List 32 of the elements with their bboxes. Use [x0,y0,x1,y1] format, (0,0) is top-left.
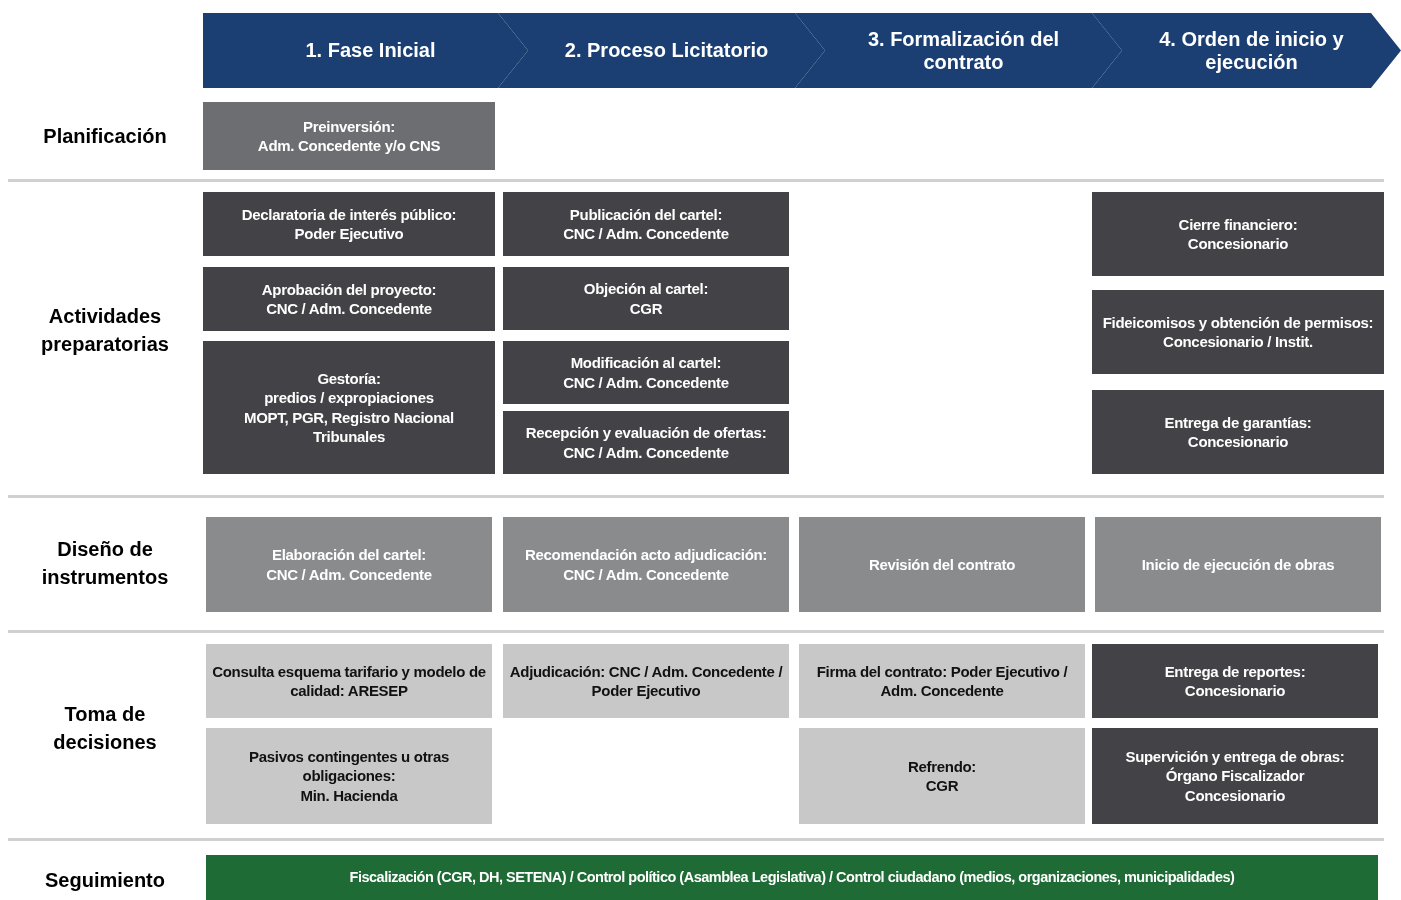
activity-box: Recepción y evaluación de ofertas: CNC / Adm. Concedente [503,411,789,474]
row-heading: Actividades preparatorias [40,304,170,357]
activity-box: Firma del contrato: Poder Ejecutivo / Adm. Concedente [799,644,1085,718]
activity-box: Inicio de ejecución de obras [1095,517,1381,612]
activity-box: Objeción al cartel: CGR [503,267,789,330]
activity-box: Adjudicación: CNC / Adm. Concedente / Poder Ejecutivo [503,644,789,718]
phase-header: 1. Fase Inicial [203,13,528,88]
phase-header: 4. Orden de inicio y ejecución [1092,13,1401,88]
activity-box: Declaratoria de interés público: Poder Ejecutivo [203,192,495,256]
activity-box: Fideicomisos y obtención de permisos: Concesionario / Instit. [1092,290,1384,374]
activity-box: Revisión del contrato [799,517,1085,612]
row-heading: Toma de decisiones [52,702,158,755]
activity-box: Refrendo: CGR [799,728,1085,824]
activity-box: Entrega de reportes: Concesionario [1092,644,1378,718]
activity-box: Aprobación del proyecto: CNC / Adm. Concedente [203,267,495,331]
activity-box: Elaboración del cartel: CNC / Adm. Concedente [206,517,492,612]
oversight-bar: Fiscalización (CGR, DH, SETENA) / Control político (Asamblea Legislativa) / Control ciudadano (medios, organizaciones, municipalidades) [206,855,1378,900]
row-heading: Diseño de instrumentos [40,537,170,590]
row-heading: Seguimiento [44,868,166,893]
activity-box: Modificación al cartel: CNC / Adm. Concedente [503,341,789,404]
activity-box: Gestoría: predios / expropiaciones MOPT, PGR, Registro Nacional Tribunales [203,341,495,474]
row-heading: Planificación [42,124,168,149]
activity-box: Supervición y entrega de obras: Órgano Fiscalizador Concesionario [1092,728,1378,824]
phase-header: 2. Proceso Licitatorio [498,13,825,88]
activity-box: Publicación del cartel: CNC / Adm. Concedente [503,192,789,256]
activity-box: Pasivos contingentes u otras obligaciones: Min. Hacienda [206,728,492,824]
activity-box: Cierre financiero: Concesionario [1092,192,1384,276]
activity-box: Consulta esquema tarifario y modelo de calidad: ARESEP [206,644,492,718]
activity-box: Entrega de garantías: Concesionario [1092,390,1384,474]
activity-box: Recomendación acto adjudicación: CNC / Adm. Concedente [503,517,789,612]
activity-box: Preinversión: Adm. Concedente y/o CNS [203,102,495,170]
phase-header: 3. Formalización del contrato [795,13,1122,88]
